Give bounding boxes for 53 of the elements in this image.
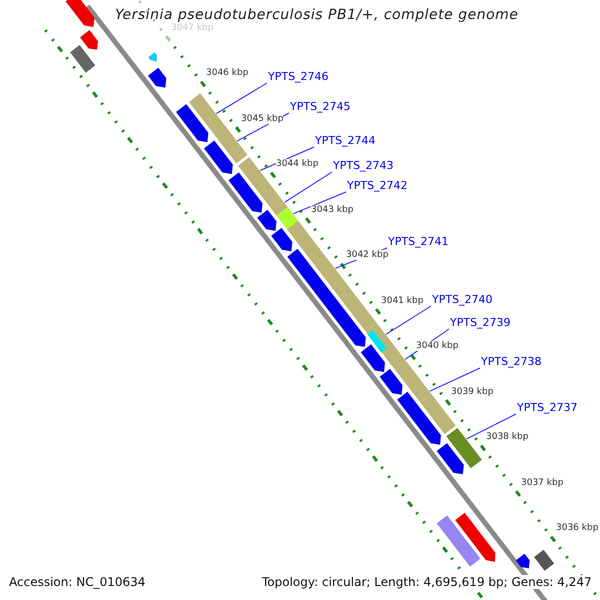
leader-line: [292, 192, 346, 214]
tick-label: 3043 kbp: [311, 204, 354, 214]
gene-feature: [397, 392, 441, 445]
gene-feature: [176, 104, 208, 142]
gene-feature: [148, 68, 166, 88]
gene-feature: [455, 512, 496, 562]
tick-label: 3036 kbp: [556, 523, 598, 533]
gene-feature: [257, 210, 276, 231]
tick-label: 3041 kbp: [381, 296, 424, 306]
gene-label: YPTS_2743: [333, 159, 394, 172]
gene-label: YPTS_2740: [432, 293, 493, 306]
gene-label: YPTS_2744: [315, 134, 376, 147]
tick-label: 3046 kbp: [206, 68, 248, 78]
accession-text: Accession: NC_010634: [9, 575, 146, 589]
gene-feature: [80, 30, 98, 50]
tick-label: 3045 kbp: [241, 114, 284, 124]
tick-label: 3038 kbp: [486, 432, 528, 442]
gene-label: YPTS_2742: [347, 179, 408, 192]
feature-bar: [214, 125, 248, 164]
gene-label: YPTS_2738: [481, 355, 542, 368]
gene-feature: [204, 140, 233, 174]
feature-bar: [534, 550, 554, 571]
feature-bar: [420, 394, 456, 434]
title: Yersinia pseudotuberculosis PB1/+, complete genome: [115, 7, 518, 23]
tick-label: 3037 kbp: [521, 478, 564, 488]
gene-label: YPTS_2739: [450, 316, 511, 329]
gene-label: YPTS_2745: [290, 100, 351, 113]
feature-bar: [446, 428, 482, 468]
gene-feature: [380, 368, 402, 395]
gene-feature: [228, 172, 262, 213]
tick-label: 3044 kbp: [276, 159, 318, 169]
gene-label: YPTS_2737: [517, 401, 578, 414]
gene-feature: [436, 443, 464, 474]
tick-label: 3040 kbp: [416, 341, 458, 351]
feature-bar: [270, 198, 288, 216]
tick-label: 3039 kbp: [451, 386, 494, 396]
genome-info-text: Topology: circular; Length: 4,695,619 bp; Genes: 4,247: [262, 575, 592, 589]
leader-line: [466, 414, 516, 440]
leader-line: [386, 306, 432, 335]
gene-feature: [516, 554, 530, 568]
gene-feature: [271, 228, 292, 252]
feature-bar: [436, 515, 480, 567]
feature-bar: [70, 45, 96, 73]
tick-label: 3042 kbp: [346, 250, 388, 260]
gene-feature: [287, 248, 366, 347]
feature-bar: [276, 207, 298, 230]
gene-feature: [360, 344, 385, 372]
leader-line: [284, 172, 332, 203]
feature-bar: [189, 93, 225, 134]
gene-label: YPTS_2746: [268, 70, 329, 83]
gene-label: YPTS_2741: [388, 235, 449, 248]
gene-feature: [66, 0, 94, 27]
gene-feature: [148, 52, 157, 62]
